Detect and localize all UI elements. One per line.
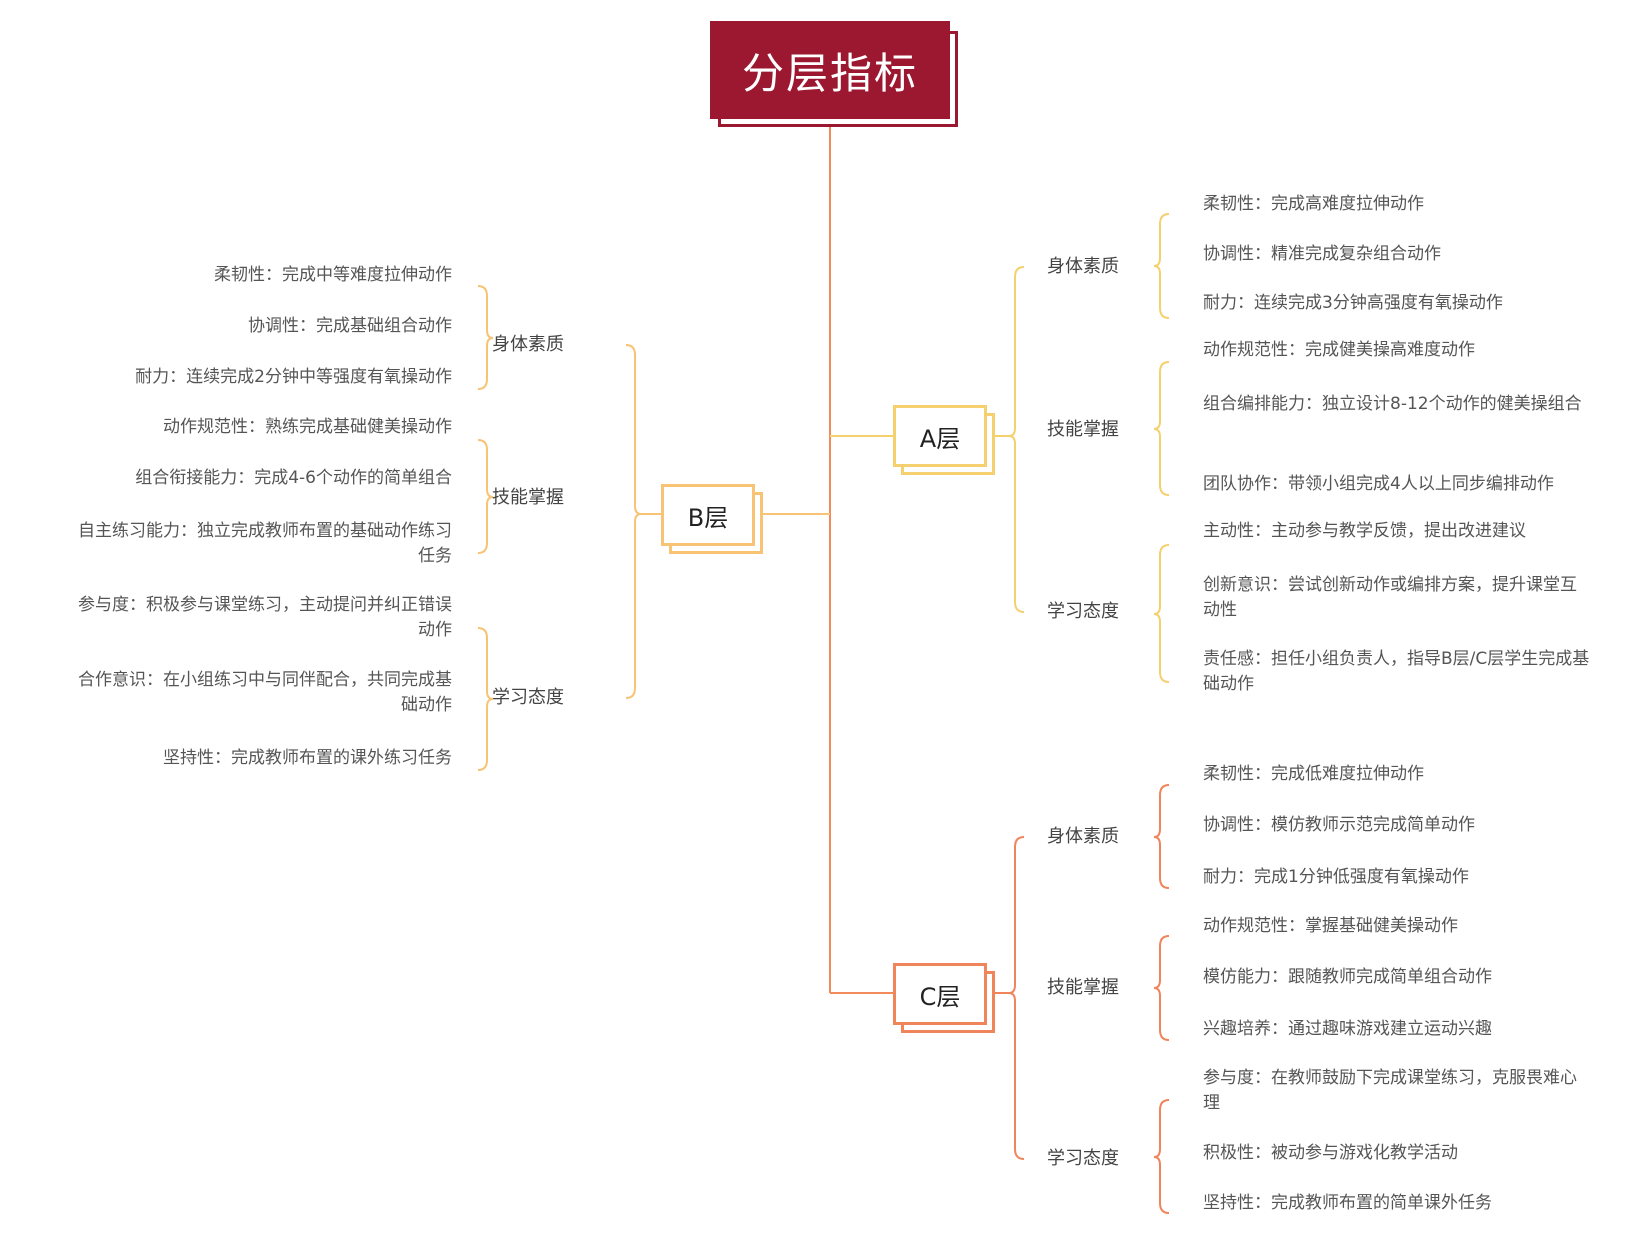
layer-c-label: C层: [919, 982, 961, 1011]
layer-a-category-3[interactable]: 学习态度: [1047, 601, 1119, 622]
layer-a-category-2-item-2[interactable]: 组合编排能力：独立设计8-12个动作的健美操组合: [1203, 394, 1582, 414]
layer-b-label: B层: [687, 503, 729, 532]
layer-c-category-1-brace: [1153, 784, 1170, 889]
layer-a-category-2[interactable]: 技能掌握: [1047, 419, 1119, 440]
layer-b-category-2[interactable]: 技能掌握: [492, 487, 564, 508]
layer-b-brace: [625, 344, 642, 699]
layer-b-category-3-item-3[interactable]: 坚持性：完成教师布置的课外练习任务: [163, 748, 452, 768]
layer-b-category-2-item-1[interactable]: 动作规范性：熟练完成基础健美操动作: [163, 417, 452, 437]
layer-b-category-1-brace: [477, 285, 494, 390]
layer-c-category-3-item-2[interactable]: 积极性：被动参与游戏化教学活动: [1203, 1143, 1458, 1163]
layer-c-category-3-item-1[interactable]: 参与度：在教师鼓励下完成课堂练习，克服畏难心理: [1203, 1068, 1577, 1113]
layer-c-category-3-item-3[interactable]: 坚持性：完成教师布置的简单课外任务: [1203, 1193, 1492, 1213]
layer-a-category-1-item-2[interactable]: 协调性：精准完成复杂组合动作: [1203, 244, 1441, 264]
layer-b-category-1-item-1[interactable]: 柔韧性：完成中等难度拉伸动作: [214, 265, 452, 285]
layer-b-category-3[interactable]: 学习态度: [492, 687, 564, 708]
layer-c-category-3-brace: [1153, 1099, 1170, 1214]
layer-b-category-3-brace: [477, 627, 494, 771]
layer-c-category-1-item-2[interactable]: 协调性：模仿教师示范完成简单动作: [1203, 815, 1475, 835]
layer-b-category-1-item-3[interactable]: 耐力：连续完成2分钟中等强度有氧操动作: [135, 367, 452, 387]
layer-c-category-2-brace: [1153, 935, 1170, 1041]
layer-a-category-2-brace: [1153, 361, 1170, 496]
layer-a-node[interactable]: A层: [893, 405, 987, 467]
root-node[interactable]: 分层指标: [710, 21, 950, 119]
layer-a-category-3-brace: [1153, 544, 1170, 683]
layer-b-category-2-brace: [477, 439, 494, 554]
layer-a-label: A层: [919, 424, 961, 453]
layer-b-category-1-item-2[interactable]: 协调性：完成基础组合动作: [248, 316, 452, 336]
layer-a-category-1-item-3[interactable]: 耐力：连续完成3分钟高强度有氧操动作: [1203, 293, 1503, 313]
layer-c-node[interactable]: C层: [893, 963, 987, 1025]
layer-c-category-3[interactable]: 学习态度: [1047, 1148, 1119, 1169]
layer-c-category-2[interactable]: 技能掌握: [1047, 977, 1119, 998]
layer-a-category-2-item-1[interactable]: 动作规范性：完成健美操高难度动作: [1203, 340, 1475, 360]
layer-c-category-1[interactable]: 身体素质: [1047, 826, 1119, 847]
layer-a-category-1-brace: [1153, 213, 1170, 319]
layer-a-category-3-item-2[interactable]: 创新意识：尝试创新动作或编排方案，提升课堂互动性: [1203, 575, 1577, 620]
layer-c-brace: [1008, 836, 1025, 1160]
layer-b-category-2-item-3[interactable]: 自主练习能力：独立完成教师布置的基础动作练习任务: [78, 521, 452, 566]
layer-b-category-3-item-2[interactable]: 合作意识：在小组练习中与同伴配合，共同完成基础动作: [78, 670, 452, 715]
layer-a-brace: [1008, 266, 1025, 613]
layer-a-category-1-item-1[interactable]: 柔韧性：完成高难度拉伸动作: [1203, 194, 1424, 214]
layer-a-category-3-item-3[interactable]: 责任感：担任小组负责人，指导B层/C层学生完成基础动作: [1203, 649, 1590, 694]
layer-b-category-1[interactable]: 身体素质: [492, 334, 564, 355]
layer-b-category-3-item-1[interactable]: 参与度：积极参与课堂练习，主动提问并纠正错误动作: [78, 595, 452, 640]
layer-c-category-2-item-2[interactable]: 模仿能力：跟随教师完成简单组合动作: [1203, 967, 1492, 987]
layer-a-category-1[interactable]: 身体素质: [1047, 256, 1119, 277]
layer-c-category-1-item-1[interactable]: 柔韧性：完成低难度拉伸动作: [1203, 764, 1424, 784]
root-title: 分层指标: [741, 48, 918, 98]
layer-c-category-2-item-1[interactable]: 动作规范性：掌握基础健美操动作: [1203, 916, 1458, 936]
layer-b-node[interactable]: B层: [661, 484, 755, 546]
layer-a-category-2-item-3[interactable]: 团队协作：带领小组完成4人以上同步编排动作: [1203, 474, 1554, 494]
layer-b-category-2-item-2[interactable]: 组合衔接能力：完成4-6个动作的简单组合: [135, 468, 452, 488]
layer-c-category-1-item-3[interactable]: 耐力：完成1分钟低强度有氧操动作: [1203, 867, 1469, 887]
layer-c-category-2-item-3[interactable]: 兴趣培养：通过趣味游戏建立运动兴趣: [1203, 1019, 1492, 1039]
layer-a-category-3-item-1[interactable]: 主动性：主动参与教学反馈，提出改进建议: [1203, 521, 1526, 541]
